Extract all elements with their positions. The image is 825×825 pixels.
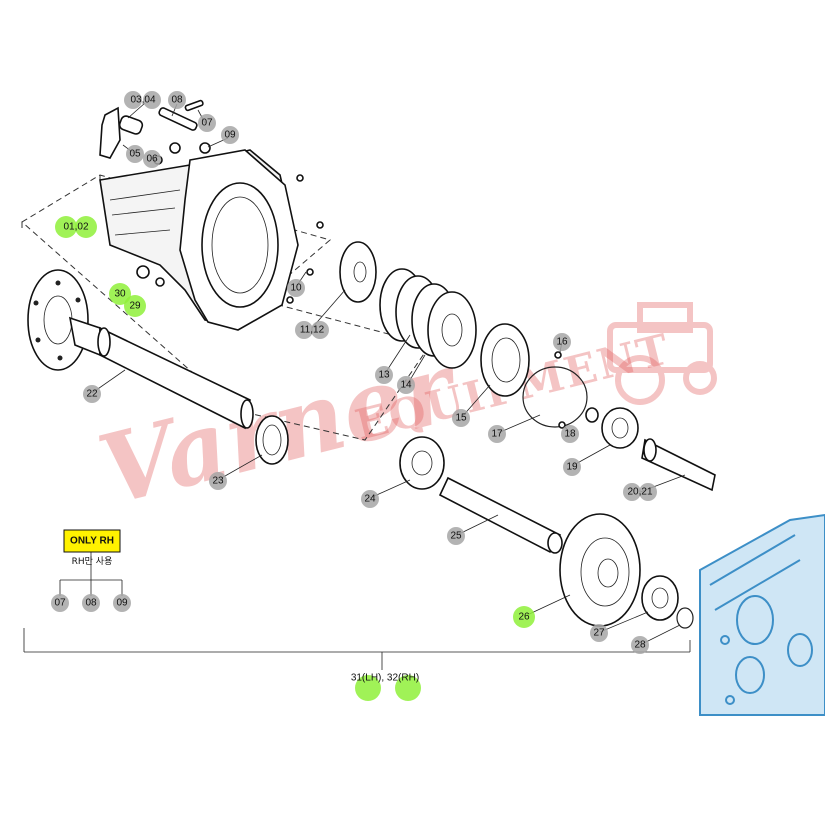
callout-07-top[interactable]: 07 [198, 114, 216, 132]
callout-19[interactable]: 19 [563, 458, 581, 476]
svg-text:15: 15 [455, 413, 467, 424]
svg-text:23: 23 [212, 476, 224, 487]
callout-18[interactable]: 18 [561, 425, 579, 443]
assembly-callout[interactable]: 31(LH), 32(RH) [351, 673, 421, 702]
callout-08-bottom[interactable]: 08 [82, 594, 100, 612]
svg-text:25: 25 [450, 531, 462, 542]
drain-plug-parts [136, 265, 165, 287]
callout-22[interactable]: 22 [83, 385, 101, 403]
svg-text:06: 06 [146, 154, 158, 165]
callout-20-21[interactable]: 20,21 [623, 483, 657, 501]
callout-10[interactable]: 10 [287, 279, 305, 297]
callout-01-02[interactable]: 01,02 [55, 216, 97, 238]
callout-30[interactable]: 30 [109, 283, 131, 305]
svg-text:09: 09 [116, 598, 128, 609]
pinion-bearing-shaft [585, 407, 716, 492]
bearing-retainer [480, 323, 530, 397]
note-box-subtitle: RH만 사용 [72, 556, 113, 567]
svg-text:11,12: 11,12 [300, 325, 325, 336]
spacer-tube [438, 476, 563, 554]
svg-text:07: 07 [54, 598, 66, 609]
note-box-frame [63, 529, 121, 553]
oil-seal [255, 415, 289, 465]
axle-bearing [399, 436, 445, 490]
svg-text:01,02: 01,02 [63, 222, 88, 233]
svg-text:20,21: 20,21 [627, 487, 652, 498]
svg-text:10: 10 [290, 283, 302, 294]
svg-text:19: 19 [566, 462, 578, 473]
callout-07-bottom[interactable]: 07 [51, 594, 69, 612]
lever-assembly [99, 99, 211, 165]
callout-27[interactable]: 27 [590, 624, 608, 642]
brake-plate [339, 241, 377, 303]
callout-08-top[interactable]: 08 [168, 91, 186, 109]
callout-09-top[interactable]: 09 [221, 126, 239, 144]
callout-23[interactable]: 23 [209, 472, 227, 490]
callouts: 03,04 08 07 09 05 06 01,02 30 29 10 11,1… [51, 91, 657, 654]
callout-14[interactable]: 14 [397, 376, 415, 394]
note-tree [59, 552, 123, 596]
callout-29[interactable]: 29 [124, 295, 146, 317]
callout-13[interactable]: 13 [375, 366, 393, 384]
bull-gear [559, 513, 641, 627]
svg-text:18: 18 [564, 429, 576, 440]
svg-text:08: 08 [85, 598, 97, 609]
axle-shaft [27, 269, 254, 430]
svg-text:28: 28 [634, 640, 646, 651]
callout-06[interactable]: 06 [143, 150, 161, 168]
svg-text:05: 05 [129, 149, 141, 160]
final-drive-housing [99, 149, 324, 331]
note-box: ONLY RH RH만 사용 [63, 529, 121, 567]
svg-text:13: 13 [378, 370, 390, 381]
svg-text:07: 07 [201, 118, 213, 129]
snap-ring [522, 351, 588, 429]
svg-text:24: 24 [364, 494, 376, 505]
callout-24[interactable]: 24 [361, 490, 379, 508]
svg-text:22: 22 [86, 389, 98, 400]
callout-09-bottom[interactable]: 09 [113, 594, 131, 612]
svg-text:16: 16 [556, 337, 568, 348]
assembly-bracket [23, 628, 691, 670]
svg-text:03,04: 03,04 [130, 95, 155, 106]
callout-28[interactable]: 28 [631, 636, 649, 654]
callout-16[interactable]: 16 [553, 333, 571, 351]
svg-text:09: 09 [224, 130, 236, 141]
svg-text:17: 17 [491, 429, 503, 440]
callout-11-12[interactable]: 11,12 [295, 321, 329, 339]
tractor-logo-icon [607, 302, 717, 405]
svg-text:26: 26 [518, 612, 530, 623]
svg-text:14: 14 [400, 380, 412, 391]
transmission-case [699, 513, 825, 716]
callout-17[interactable]: 17 [488, 425, 506, 443]
note-box-title: ONLY RH [70, 536, 114, 547]
svg-text:08: 08 [171, 95, 183, 106]
callout-26[interactable]: 26 [513, 606, 535, 628]
brake-disc-stack [379, 268, 477, 369]
assembly-label: 31(LH), 32(RH) [351, 673, 419, 684]
callout-05[interactable]: 05 [126, 145, 144, 163]
svg-text:27: 27 [593, 628, 605, 639]
svg-text:29: 29 [129, 301, 141, 312]
callout-03-04[interactable]: 03,04 [124, 91, 161, 109]
outer-bearing [641, 575, 694, 629]
svg-text:30: 30 [114, 289, 126, 300]
callout-15[interactable]: 15 [452, 409, 470, 427]
callout-25[interactable]: 25 [447, 527, 465, 545]
